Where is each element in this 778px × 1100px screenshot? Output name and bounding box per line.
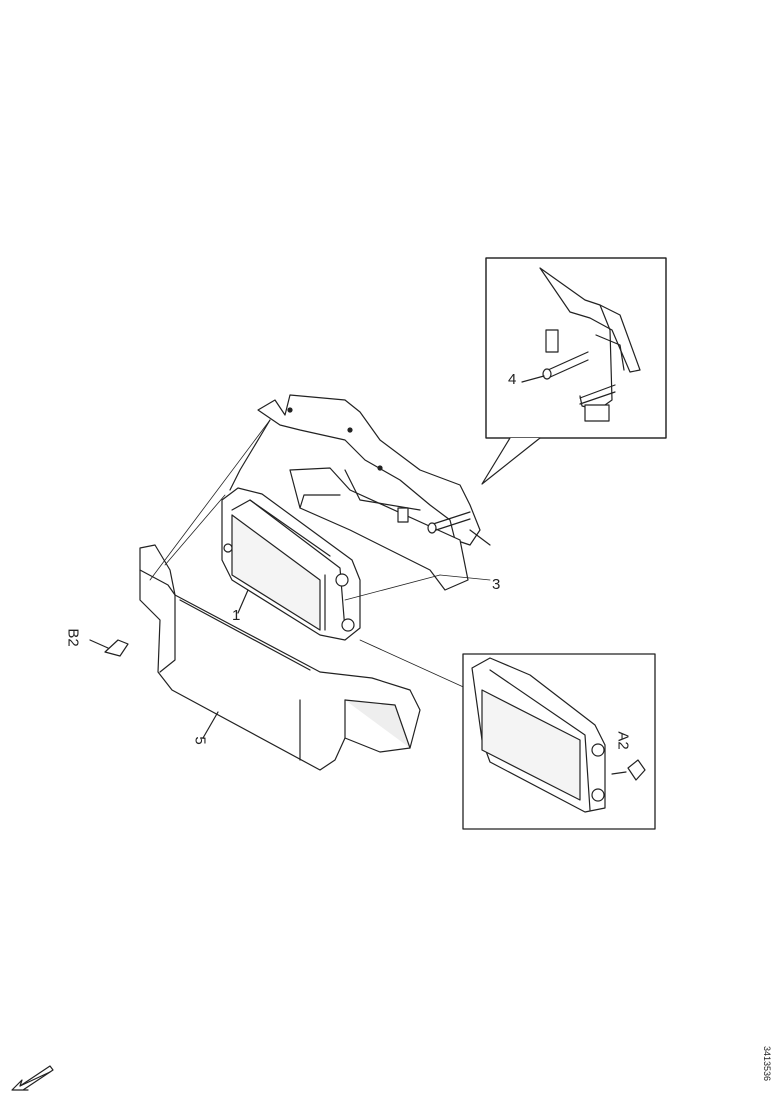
screw-b2	[89, 639, 129, 657]
front-direction-arrow-icon	[11, 1065, 54, 1091]
callout-5: 5	[191, 736, 209, 745]
detail-inset-top	[481, 257, 667, 485]
figure-reference-number: 3413536	[762, 1046, 772, 1082]
detail-inset-bottom	[462, 653, 656, 830]
callout-a2: A2	[614, 731, 632, 750]
callout-b2: B2	[64, 628, 82, 647]
callout-3: 3	[492, 576, 501, 593]
guide-lines	[149, 419, 491, 691]
cover-housing	[139, 544, 421, 771]
callout-1: 1	[232, 607, 241, 624]
callout-4: 4	[508, 371, 517, 388]
mounting-bracket	[229, 394, 491, 591]
control-module	[221, 487, 361, 641]
